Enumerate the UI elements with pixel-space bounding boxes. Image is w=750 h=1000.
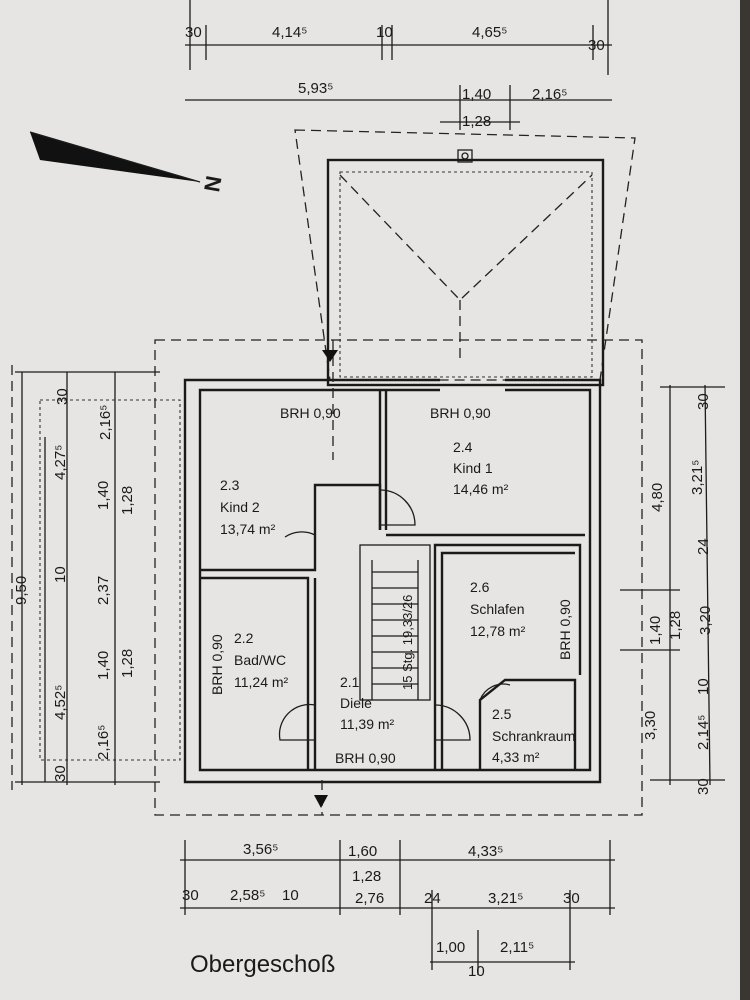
room-area: 13,74 m² (220, 521, 276, 537)
room-number: 2.3 (220, 477, 240, 493)
bottom-dimensions: 3,56⁵ 1,60 4,33⁵ 1,28 30 2,58⁵ 10 2,76 2… (180, 840, 615, 980)
dim: 1,40 (647, 616, 664, 645)
room-kind-1: BRH 0,90 2.4 Kind 1 14,46 m² (430, 405, 509, 497)
room-area: 12,78 m² (470, 623, 526, 639)
outline-dotted (39, 399, 181, 761)
dim: 1,60 (348, 843, 377, 860)
dim: 10 (282, 887, 299, 904)
room-number: 2.4 (453, 439, 473, 455)
room-kind-2: BRH 0,90 2.3 Kind 2 13,74 m² (220, 405, 341, 537)
dim: 2,16⁵ (97, 405, 114, 440)
dim: 2,58⁵ (230, 887, 265, 904)
dim: 30 (54, 388, 71, 405)
dim: 3,21⁵ (488, 890, 523, 907)
paper-edge (740, 0, 750, 1000)
dim: 2,16⁵ (532, 86, 567, 103)
dim: 30 (563, 890, 580, 907)
dim: 1,28 (352, 868, 381, 885)
dim: 4,14⁵ (272, 24, 307, 41)
dim: 10 (695, 678, 712, 695)
plan-title: Obergeschoß (190, 951, 335, 978)
dim: 2,14⁵ (695, 715, 712, 750)
room-number: 2.5 (492, 706, 512, 722)
room-diele: 2.1 Diele 11,39 m² BRH 0,90 (335, 674, 396, 766)
dim: 2,16⁵ (95, 725, 112, 760)
dim: 2,37 (95, 576, 112, 605)
dim: 4,52⁵ (52, 685, 69, 720)
dim: 2,11⁵ (500, 939, 534, 956)
room-name: Kind 1 (453, 460, 493, 476)
dim: 1,28 (119, 649, 136, 678)
dim: 30 (185, 24, 202, 41)
room-name: Bad/WC (234, 652, 286, 668)
room-number: 2.1 (340, 674, 360, 690)
dim: 1,28 (667, 611, 684, 640)
dim: 24 (695, 538, 712, 555)
dim: 9,50 (13, 576, 30, 605)
dim: 4,65⁵ (472, 24, 507, 41)
dim: 1,40 (95, 651, 112, 680)
room-bad-wc: BRH 0,90 2.2 Bad/WC 11,24 m² (209, 630, 289, 695)
dim: 30 (182, 887, 199, 904)
walls (183, 340, 602, 815)
top-dimensions: 30 4,14⁵ 10 4,65⁵ 30 5,93⁵ 1,40 2,16⁵ 1,… (185, 0, 612, 130)
dim: 10 (376, 24, 393, 41)
left-dimensions: 9,50 30 2,16⁵ 4,27⁵ 1,40 1,28 10 2,37 4,… (11, 365, 160, 790)
dim: 1,40 (462, 86, 491, 103)
room-brh: BRH 0,90 (280, 405, 341, 421)
room-area: 11,24 m² (234, 674, 289, 690)
room-number: 2.6 (470, 579, 490, 595)
dim: 24 (424, 890, 441, 907)
dim: 2,76 (355, 890, 384, 907)
dim: 4,80 (649, 483, 666, 512)
north-arrow-icon (29, 131, 201, 183)
dim: 3,20 (697, 606, 714, 635)
dim: 5,93⁵ (298, 80, 333, 97)
room-brh: BRH 0,90 (209, 634, 225, 695)
room-schrankraum: 2.5 Schrankraum 4,33 m² (492, 706, 575, 765)
room-area: 11,39 m² (340, 716, 395, 732)
room-schlafen: 2.6 Schlafen 12,78 m² BRH 0,90 (470, 579, 573, 660)
room-name: Diele (340, 695, 372, 711)
dim: 1,00 (436, 939, 465, 956)
room-name: Schlafen (470, 601, 524, 617)
dim: 10 (52, 566, 69, 583)
room-number: 2.2 (234, 630, 254, 646)
stairs-label: 15 Stg. 19,33/26 (400, 595, 415, 690)
room-brh: BRH 0,90 (557, 599, 573, 660)
dim: 30 (695, 393, 712, 410)
room-name: Schrankraum (492, 728, 575, 744)
dim: 30 (588, 37, 605, 54)
dim: 30 (695, 778, 712, 795)
dim: 4,33⁵ (468, 843, 503, 860)
dim: 3,30 (642, 711, 659, 740)
eaves-outline (154, 339, 643, 816)
dim: 1,28 (119, 486, 136, 515)
dim: 4,27⁵ (52, 445, 69, 480)
right-dimensions: 30 4,80 3,21⁵ 24 1,40 1,28 3,20 10 3,30 … (620, 384, 725, 795)
room-area: 14,46 m² (453, 481, 509, 497)
dim: 10 (468, 963, 485, 980)
dim: 3,21⁵ (689, 460, 706, 495)
room-name: Kind 2 (220, 499, 260, 515)
dim: 1,28 (462, 113, 491, 130)
north-label: N (199, 174, 226, 194)
dim: 30 (52, 765, 69, 782)
room-area: 4,33 m² (492, 749, 540, 765)
dim: 1,40 (95, 481, 112, 510)
room-brh: BRH 0,90 (335, 750, 396, 766)
room-brh: BRH 0,90 (430, 405, 491, 421)
dim: 3,56⁵ (243, 841, 278, 858)
